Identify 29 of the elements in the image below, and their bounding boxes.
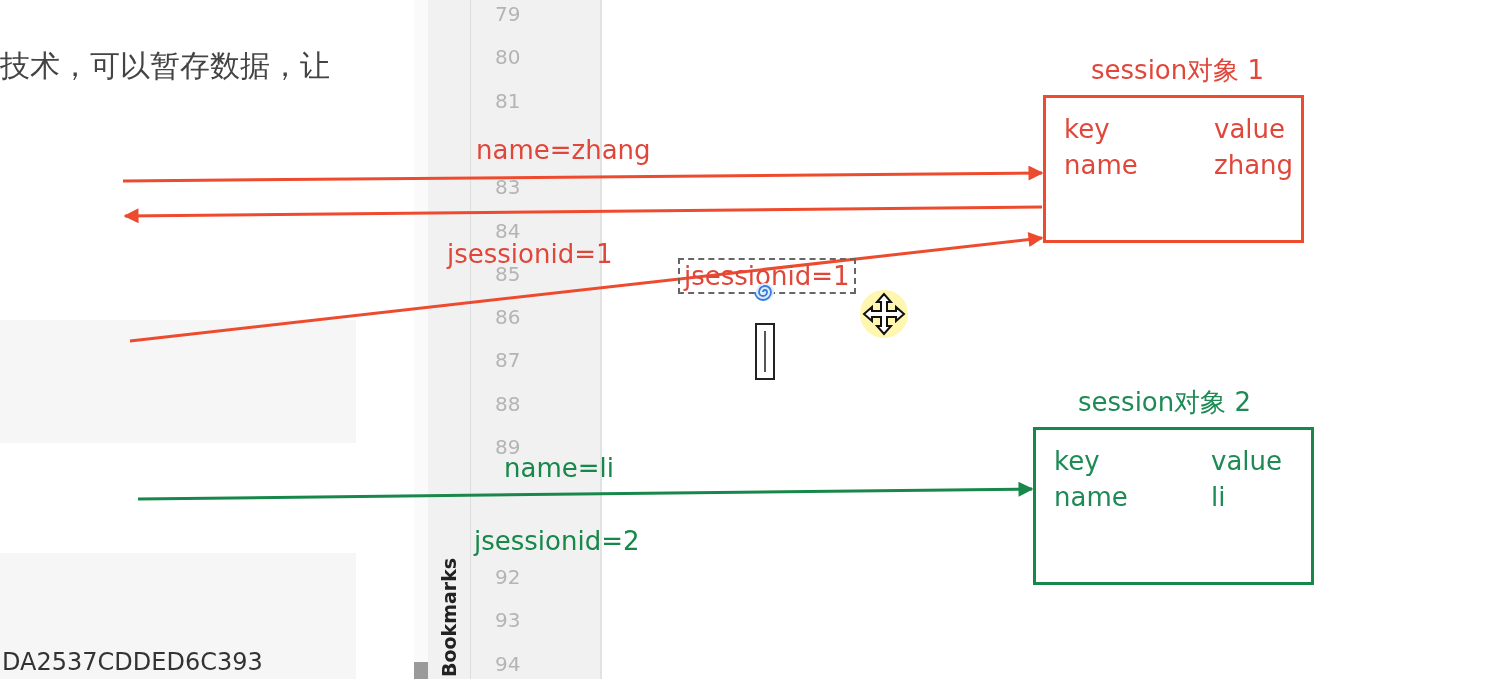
line-number: 80 — [495, 45, 521, 70]
line-number: 79 — [495, 2, 521, 26]
arrow — [123, 205, 1042, 224]
line-number: 94 — [495, 651, 521, 676]
arrow — [123, 165, 1044, 183]
box-title: session对象 2 — [1078, 387, 1252, 417]
annotation-label: jsessionid=2 — [474, 526, 640, 556]
line-number: 86 — [495, 305, 521, 330]
arrow — [138, 481, 1034, 501]
value-text: li — [1211, 482, 1226, 512]
line-number: 92 — [495, 564, 521, 589]
key-text: key — [1054, 446, 1100, 476]
line-number: 88 — [495, 391, 521, 416]
key-text: key — [1064, 114, 1110, 144]
sidebar-tab-label: Bookmarks — [438, 557, 460, 677]
line-number: 93 — [495, 608, 521, 633]
line-number: 81 — [495, 88, 521, 113]
key-text: name — [1064, 150, 1138, 180]
value-text: value — [1211, 446, 1283, 476]
key-text: name — [1054, 482, 1128, 512]
value-text: value — [1214, 114, 1286, 144]
value-text: zhang — [1214, 150, 1294, 180]
arrow — [129, 232, 1044, 343]
line-number: 83 — [495, 175, 521, 200]
document-text: DA2537CDDED6C393 — [2, 648, 263, 676]
document-text: 技术，可以暂存数据，让 — [0, 47, 330, 85]
edge-label: name=zhang — [476, 134, 651, 166]
line-number: 87 — [495, 348, 521, 373]
box-title: session对象 1 — [1091, 55, 1265, 85]
